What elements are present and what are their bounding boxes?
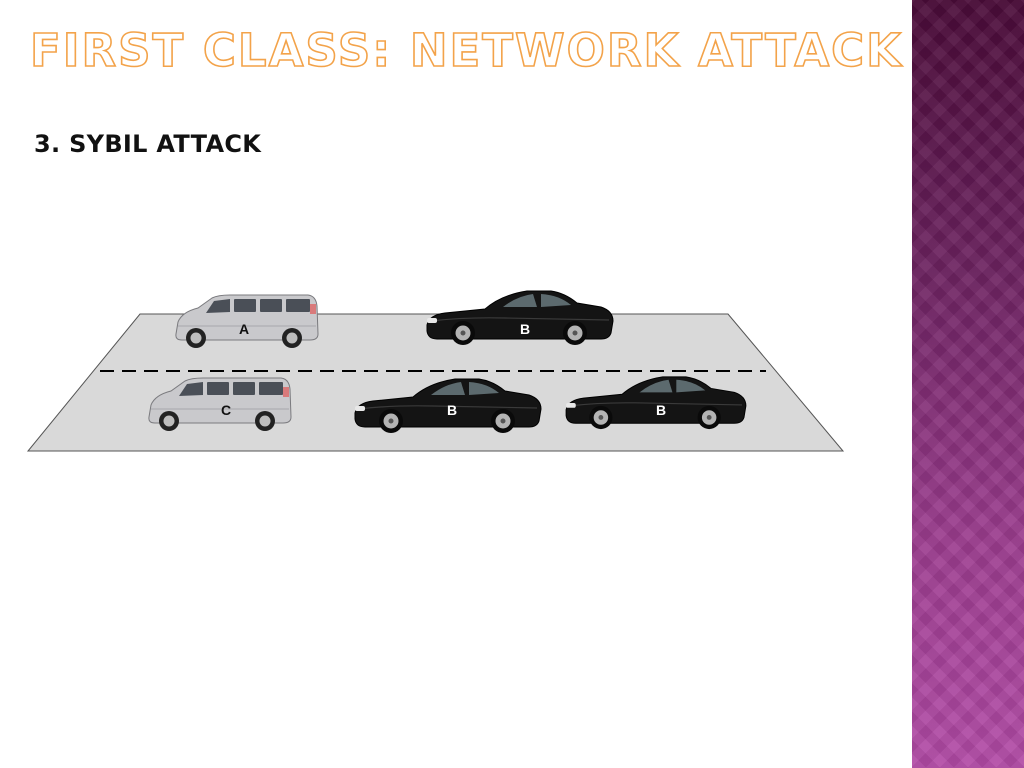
vehicle-label: B bbox=[520, 321, 530, 337]
vehicle-b-top: B bbox=[426, 290, 614, 346]
slide-subtitle: 3. SYBIL ATTACK bbox=[34, 130, 262, 158]
vehicle-a: A bbox=[175, 294, 319, 349]
decorative-side-band bbox=[912, 0, 1024, 768]
slide-title: FIRST CLASS: NETWORK ATTACK bbox=[29, 23, 904, 78]
vehicle-c: C bbox=[148, 377, 292, 432]
vehicle-b-sybil-2: B bbox=[565, 376, 747, 430]
vehicle-b-sybil-1: B bbox=[354, 378, 542, 434]
vehicle-label: B bbox=[447, 402, 457, 418]
road-scene: A B C B B bbox=[26, 290, 845, 452]
vehicle-label: C bbox=[221, 402, 231, 418]
vehicle-label: B bbox=[656, 402, 666, 418]
vehicle-label: A bbox=[239, 321, 249, 337]
